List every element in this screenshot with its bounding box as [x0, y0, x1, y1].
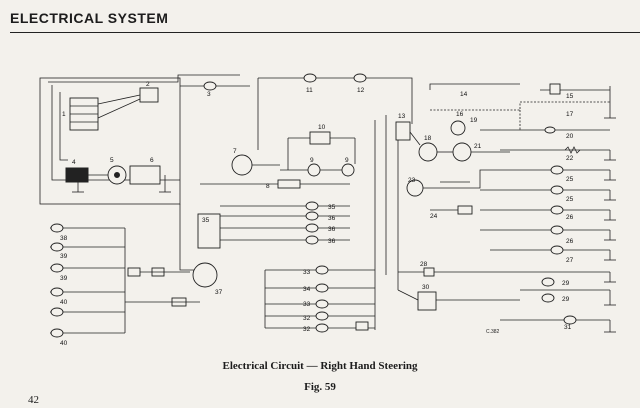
label-29a: 29: [562, 280, 570, 287]
label-22: 22: [566, 155, 574, 162]
header-rule: [10, 32, 640, 33]
label-17: 17: [566, 111, 574, 118]
label-33b: 33: [303, 301, 311, 308]
label-10: 10: [318, 124, 326, 131]
label-16: 16: [456, 111, 464, 118]
label-36a: 36: [328, 215, 336, 222]
lighting-switch: [192, 262, 218, 288]
label-39a: 39: [60, 253, 68, 260]
regulator-box: [69, 97, 99, 131]
label-26b: 26: [566, 238, 574, 245]
label-13: 13: [398, 113, 406, 120]
label-2: 2: [146, 81, 150, 88]
label-6: 6: [150, 157, 154, 164]
label-20: 20: [566, 133, 574, 140]
page-number: 42: [28, 394, 39, 406]
label-34: 34: [303, 286, 311, 293]
label-14: 14: [460, 91, 468, 98]
label-40b: 40: [60, 340, 68, 347]
label-12: 12: [357, 87, 365, 94]
ignition-switch: [231, 154, 253, 176]
section-title: ELECTRICAL SYSTEM: [10, 10, 169, 26]
label-39b: 39: [60, 275, 68, 282]
label-37: 37: [215, 289, 223, 296]
figure-code: C.382: [486, 329, 500, 335]
figure-number: Fig. 59: [304, 381, 336, 393]
label-25a: 25: [566, 176, 574, 183]
label-38: 38: [60, 235, 68, 242]
label-4: 4: [72, 159, 76, 166]
label-9a: 9: [310, 157, 314, 164]
label-23: 23: [408, 177, 416, 184]
starter-solenoid: [107, 165, 127, 185]
fuse-block-8: [277, 179, 301, 189]
label-27: 27: [566, 257, 574, 264]
label-8: 8: [266, 183, 270, 190]
label-21: 21: [474, 143, 482, 150]
control-box: [139, 87, 159, 103]
label-11: 11: [306, 87, 313, 94]
figure-caption: Electrical Circuit — Right Hand Steering: [222, 360, 418, 372]
label-5: 5: [110, 157, 114, 164]
flasher-unit: [395, 121, 411, 141]
label-3: 3: [207, 91, 211, 98]
label-18: 18: [424, 135, 432, 142]
label-36b: 36: [328, 226, 336, 233]
label-30: 30: [422, 284, 430, 291]
label-25b: 25: [566, 196, 574, 203]
label-7: 7: [233, 148, 237, 155]
label-9b: 9: [345, 157, 349, 164]
label-1: 1: [62, 111, 66, 118]
label-15: 15: [566, 93, 574, 100]
starter-motor: [129, 165, 161, 185]
label-26a: 26: [566, 214, 574, 221]
label-36c: 36: [328, 238, 336, 245]
label-31: 31: [564, 324, 572, 331]
label-35a: 35: [202, 217, 210, 224]
label-40a: 40: [60, 299, 68, 306]
label-35b: 35: [328, 204, 336, 211]
label-19: 19: [470, 117, 478, 124]
label-32b: 32: [303, 326, 311, 333]
label-28: 28: [420, 261, 428, 268]
label-33a: 33: [303, 269, 311, 276]
label-29b: 29: [562, 296, 570, 303]
label-24: 24: [430, 213, 438, 220]
battery: [65, 167, 89, 183]
label-32a: 32: [303, 315, 311, 322]
